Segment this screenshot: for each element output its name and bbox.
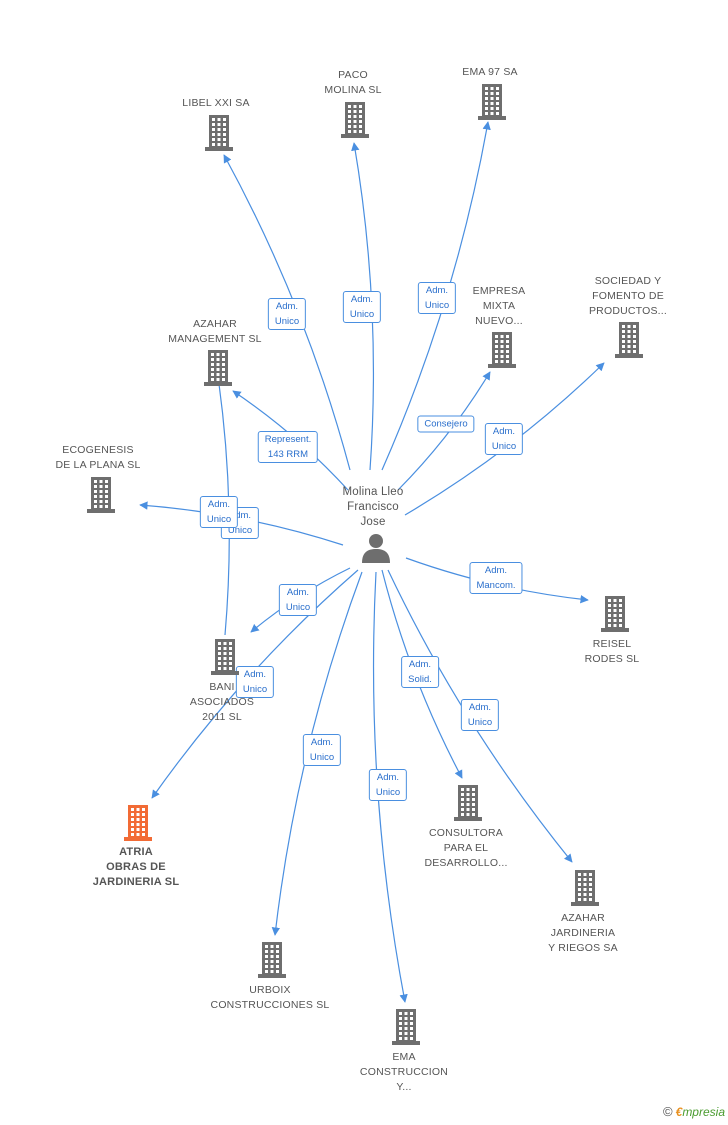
building-icon[interactable] <box>570 870 600 911</box>
edge-label-person-urboix[interactable]: Adm. Unico <box>302 734 342 766</box>
node-label-person[interactable]: Molina Lleo Francisco Jose <box>342 486 404 528</box>
building-icon[interactable] <box>203 350 233 391</box>
node-label-sociedad[interactable]: SOCIEDAD Y FOMENTO DE PRODUCTOS... <box>588 275 668 317</box>
building-icon[interactable] <box>487 332 517 373</box>
edge-label-person-ema97[interactable]: Adm. Unico <box>417 282 457 314</box>
edge-label-person-empresa[interactable]: Consejero <box>417 415 475 433</box>
edge-label-person-paco[interactable]: Adm. Unico <box>342 291 382 323</box>
edge-label-bani-azaharmgmt[interactable]: Adm. Unico <box>199 496 239 528</box>
edge-label-person-emaconst[interactable]: Adm. Unico <box>368 769 408 801</box>
node-label-reisel[interactable]: REISEL RODES SL <box>584 638 640 665</box>
node-label-ema97[interactable]: EMA 97 SA <box>462 66 518 78</box>
building-icon[interactable] <box>123 805 153 846</box>
building-icon[interactable] <box>340 102 370 143</box>
node-label-ecogenesis[interactable]: ECOGENESIS DE LA PLANA SL <box>55 444 141 471</box>
building-icon[interactable] <box>210 639 240 680</box>
person-icon[interactable] <box>361 533 391 568</box>
building-icon[interactable] <box>86 477 116 518</box>
node-label-atria[interactable]: ATRIA OBRAS DE JARDINERIA SL <box>92 846 180 888</box>
edge-label-person-azaharjard[interactable]: Adm. Unico <box>460 699 500 731</box>
building-icon[interactable] <box>614 322 644 363</box>
building-icon[interactable] <box>453 785 483 826</box>
edge-label-person-consultora[interactable]: Adm. Solid. <box>401 656 439 688</box>
node-label-urboix[interactable]: URBOIX CONSTRUCCIONES SL <box>210 984 330 1011</box>
edge-label-person-atria[interactable]: Adm. Unico <box>235 666 275 698</box>
node-label-paco[interactable]: PACO MOLINA SL <box>324 69 382 96</box>
node-label-bani[interactable]: BANI ASOCIADOS 2011 SL <box>189 681 255 723</box>
node-label-azaharmgmt[interactable]: AZAHAR MANAGEMENT SL <box>168 318 262 345</box>
edge-person-empresa <box>397 371 491 491</box>
node-label-emaconst[interactable]: EMA CONSTRUCCION Y... <box>359 1051 449 1093</box>
empresia-watermark: © €mpresia <box>663 1104 725 1119</box>
copyright-icon: © <box>663 1104 673 1119</box>
brand-logo: €mpresia <box>675 1104 725 1119</box>
building-icon[interactable] <box>257 942 287 983</box>
building-icon[interactable] <box>204 115 234 156</box>
node-label-libel[interactable]: LIBEL XXI SA <box>182 97 250 109</box>
node-label-azaharjard[interactable]: AZAHAR JARDINERIA Y RIEGOS SA <box>548 912 618 954</box>
building-icon[interactable] <box>391 1009 421 1050</box>
building-icon[interactable] <box>477 84 507 125</box>
edge-label-person-libel[interactable]: Adm. Unico <box>267 298 307 330</box>
node-label-empresa[interactable]: EMPRESA MIXTA NUEVO... <box>472 285 526 327</box>
edge-label-person-sociedad[interactable]: Adm. Unico <box>484 423 524 455</box>
node-label-consultora[interactable]: CONSULTORA PARA EL DESARROLLO... <box>424 827 508 869</box>
edge-label-person-reisel[interactable]: Adm. Mancom. <box>469 562 523 594</box>
edge-label-person-bani[interactable]: Adm. Unico <box>278 584 318 616</box>
building-icon[interactable] <box>600 596 630 637</box>
edge-label-person-azaharmgmt[interactable]: Represent. 143 RRM <box>257 431 319 463</box>
